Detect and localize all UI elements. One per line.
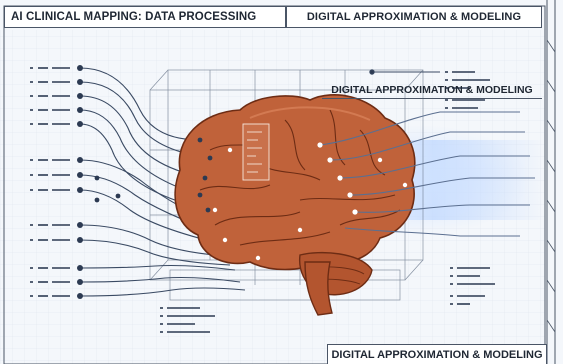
middle-label-text: DIGITAL APPROXIMATION & MODELING: [331, 84, 533, 96]
footer-label: DIGITAL APPROXIMATION & MODELING: [327, 344, 547, 364]
header-title-right: DIGITAL APPROXIMATION & MODELING: [286, 6, 542, 28]
header-title-right-text: DIGITAL APPROXIMATION & MODELING: [306, 11, 522, 23]
circuit-nodes-left: [77, 65, 121, 299]
right-rail: [546, 0, 556, 364]
header-title-left: AI CLINICAL MAPPING: DATA PROCESSING: [4, 6, 286, 28]
data-dashes-right-bottom: [450, 267, 495, 305]
middle-label: DIGITAL APPROXIMATION & MODELING: [322, 82, 542, 99]
circuit-lines-right: [319, 111, 535, 237]
glow-nodes: [212, 142, 408, 261]
footer-label-text: DIGITAL APPROXIMATION & MODELING: [331, 348, 543, 361]
data-panel: [242, 123, 270, 181]
header-title-left-text: AI CLINICAL MAPPING: DATA PROCESSING: [11, 11, 257, 23]
brain-shape: [174, 94, 416, 316]
data-dashes-bottom-left: [160, 307, 215, 333]
data-dashes-left: [30, 67, 70, 297]
data-dashes-right-top: [445, 71, 490, 109]
dark-nodes-on-brain: [197, 137, 213, 213]
connector-right-top: [369, 69, 440, 75]
